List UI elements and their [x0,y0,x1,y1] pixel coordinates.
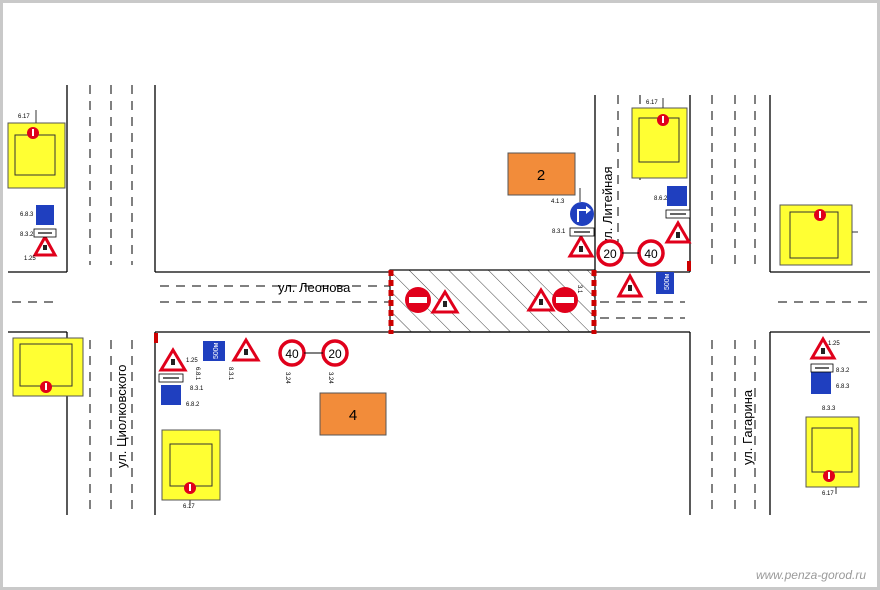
sign-code-3-24: 3.24 [284,372,290,384]
sign-code-8-6-2: 8.6.2 [654,196,668,202]
info-plate-signs [36,186,831,405]
sign-code-3-1: 3.1 [576,285,582,294]
street-name-tsiolkovskogo: ул. Циолковского [114,364,129,468]
detour-scheme-panel-se: 6.17 [805,416,860,497]
sign-code-6-8-2: 6.8.2 [186,402,200,408]
speed-limit-40-south: 40 [278,339,306,367]
sign-code-8-3-2-e: 8.3.2 [836,368,850,374]
detour-scheme-panel-sw [12,337,84,397]
plate-arrows [38,213,829,379]
speed-limit-40-north-label: 40 [644,247,658,261]
sign-code-4-1-3: 4.1.3 [551,199,565,205]
fence-barriers [388,270,597,334]
sign-code-3-24-b: 3.24 [327,372,333,384]
building-4-label: 4 [349,407,357,424]
sign-code-6-17-se: 6.17 [822,491,834,497]
street-name-leonova: ул. Леонова [278,280,351,295]
sign-code-6-8-3: 6.8.3 [20,212,34,218]
roadworks-sign-glyphs [43,232,825,365]
watermark: www.penza-gorod.ru [755,568,866,582]
sign-code-8-3-2: 8.3.2 [20,232,34,238]
street-name-liteynaya: ул. Литейная [600,166,615,245]
sign-code-6-17-ne: 6.17 [646,100,658,106]
detour-scheme-panel-ne: 6.17 [631,100,688,179]
building-2: 2 [507,152,576,196]
speed-limit-40-north: 40 [637,239,665,267]
detour-scheme-panel-s: 6.17 [161,429,221,510]
distance-500m: 500м [213,342,220,359]
distance-500m-b: 500м [664,273,671,290]
speed-limit-40-label: 40 [285,347,299,361]
detour-scheme-panel-e [779,204,853,266]
sign-code-6-17-s: 6.17 [183,504,195,510]
speed-limit-20-north: 20 [596,239,624,267]
direction-sign-4-1-3: 4.1.3 [551,199,594,226]
speed-limit-20-label: 20 [328,347,342,361]
no-entry-sign-west [405,287,431,313]
speed-limit-20-north-label: 20 [603,247,617,261]
sign-code-8-3-1-s: 8.3.1 [227,367,233,381]
sign-code-6-17: 6.17 [18,114,30,120]
detour-scheme-panel-nw: 6.17 [7,114,66,189]
sign-code-8-3-3: 8.3.3 [822,406,836,412]
sign-code-6-8-3-e: 6.8.3 [836,384,850,390]
sign-code-1-25: 1.25 [24,256,36,262]
sign-code-6-8-1: 6.8.1 [194,367,200,381]
sign-code-1-25-c: 1.25 [828,341,840,347]
building-4: 4 [319,392,387,436]
speed-limit-20-south: 20 [321,339,349,367]
sign-code-8-3-1: 8.3.1 [190,386,204,392]
corner-posts [154,261,691,343]
street-name-gagarina: ул. Гагарина [740,389,755,465]
lane-markings [12,85,868,515]
no-entry-sign-east [552,287,578,313]
building-2-label: 2 [537,167,545,184]
sign-code-8-3-1-n: 8.3.1 [552,229,566,235]
sign-code-1-25-b: 1.25 [186,358,198,364]
